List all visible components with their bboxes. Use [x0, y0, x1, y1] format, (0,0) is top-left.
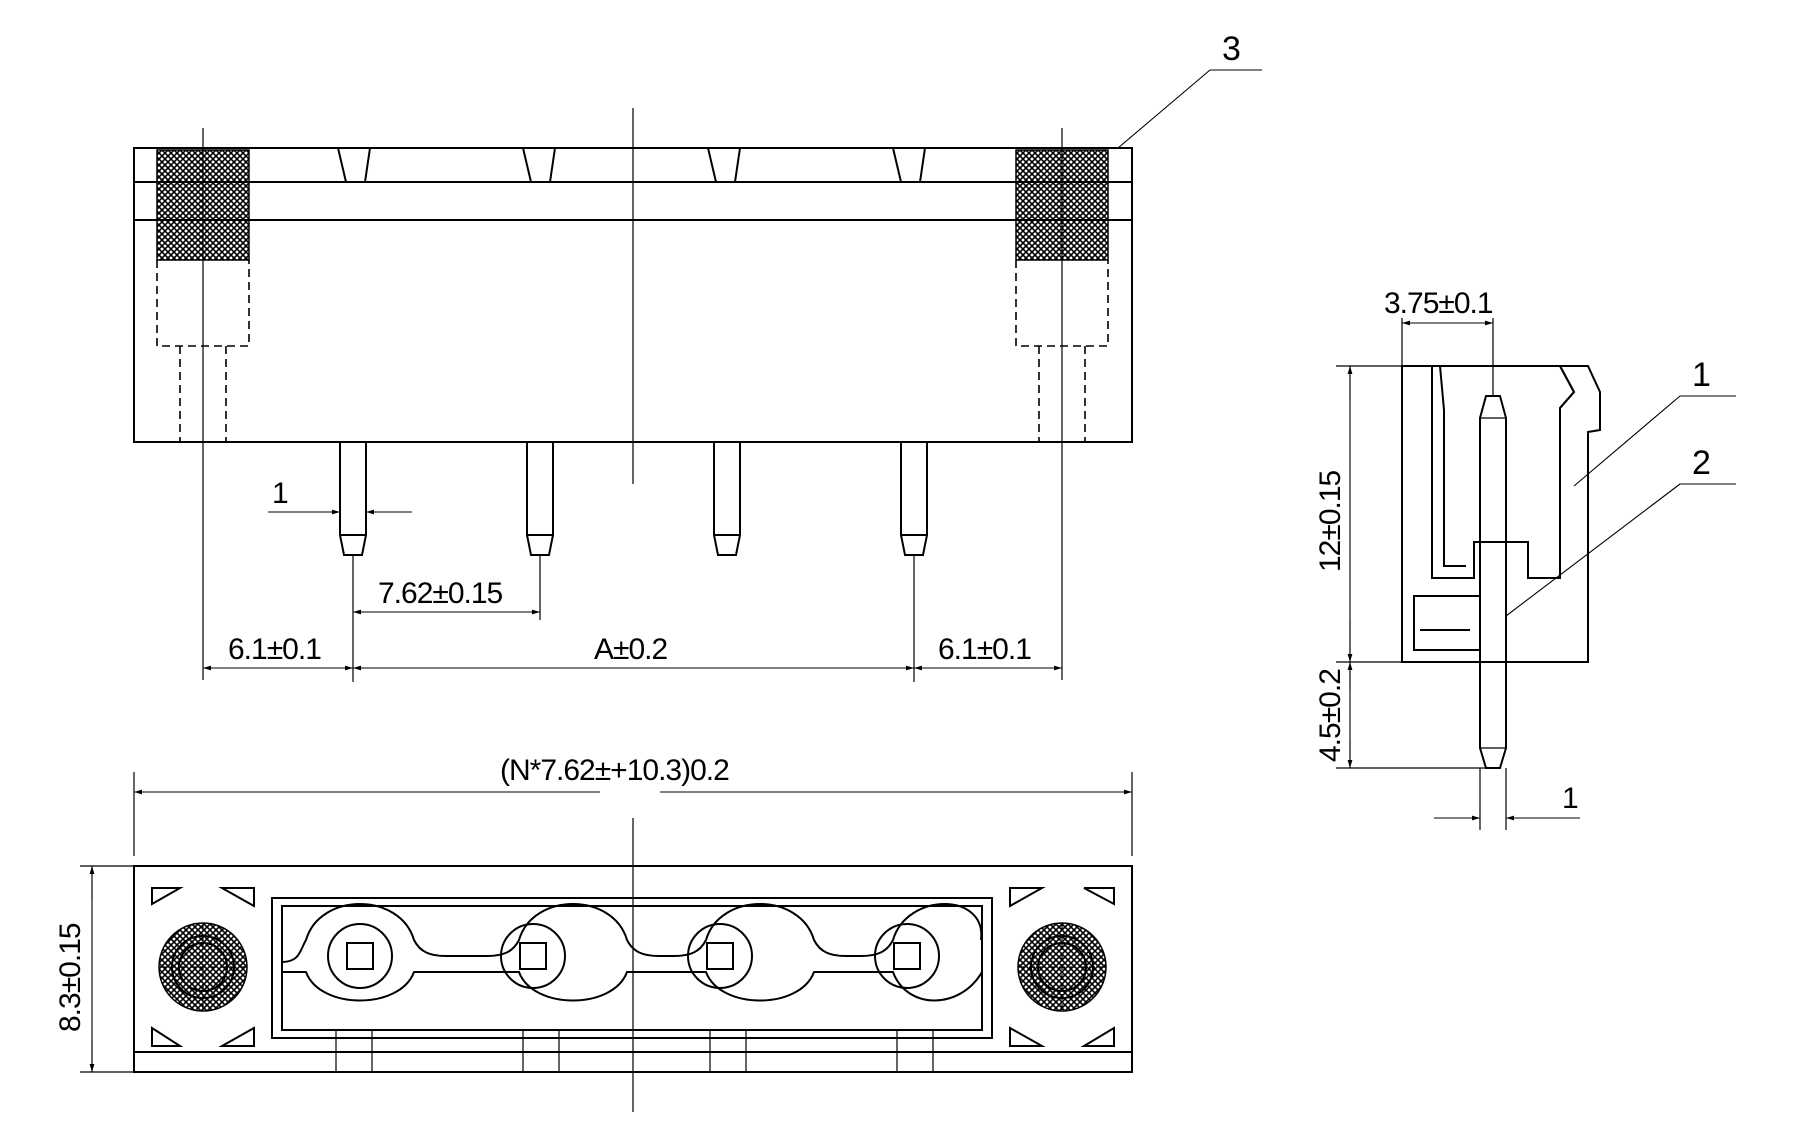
dim-pin-length: 4.5±0.2: [1314, 662, 1353, 768]
screw-hole-left: [158, 922, 248, 1012]
bottom-pin-stubs: [335, 1029, 934, 1073]
corner-pockets: [151, 887, 1115, 1047]
dim-label: 7.62±0.15: [378, 577, 503, 610]
callout-label: 1: [1692, 356, 1711, 394]
bottom-view: 8.3±0.15: [54, 818, 1133, 1112]
dim-label: 6.1±0.1: [228, 633, 321, 666]
dim-chain: 6.1±0.1 A±0.2 6.1±0.1: [203, 633, 1062, 671]
scallop-profile: [281, 903, 983, 963]
dim-side-offset: 3.75±0.1: [1384, 287, 1494, 326]
pin: [713, 442, 741, 556]
dim-label: 12±0.15: [1314, 470, 1347, 572]
dim-label: 8.3±0.15: [54, 923, 87, 1032]
dim-label: A±0.2: [594, 633, 667, 666]
pin: [526, 442, 554, 556]
dim-side-height: 12±0.15: [1314, 366, 1353, 662]
dim-overall-length: (N*7.62±+10.3)0.2: [133, 754, 1133, 856]
pin: [900, 442, 928, 556]
pin: [339, 442, 367, 556]
dim-pin-width-front: 1: [268, 477, 412, 515]
dim-pin-width-side: 1: [1434, 782, 1580, 821]
dim-bottom-height: 8.3±0.15: [54, 865, 134, 1073]
top-notches: [337, 147, 926, 183]
dim-label: 6.1±0.1: [938, 633, 1031, 666]
callout-label: 2: [1692, 444, 1711, 482]
screw-hole-right: [1017, 922, 1107, 1012]
pin-holes: [327, 923, 940, 989]
callout-label: 3: [1222, 30, 1241, 68]
side-pin: [1479, 395, 1507, 769]
dim-label: 1: [1562, 782, 1578, 815]
dim-label: (N*7.62±+10.3)0.2: [500, 754, 729, 787]
dim-pitch: 7.62±0.15: [353, 577, 540, 615]
dim-label: 3.75±0.1: [1384, 287, 1493, 320]
callout-1: 1: [1573, 356, 1736, 487]
side-view: 3.75±0.1 12±0.15 4.5±0.2 1 1: [1314, 287, 1736, 830]
front-view: 1 7.62±0.15 6.1±0.1 A±0.2 6.1±0.1: [133, 30, 1262, 682]
callout-3: 3: [1117, 30, 1262, 149]
dim-label: 4.5±0.2: [1314, 669, 1347, 762]
dim-label: 1: [272, 477, 288, 510]
callout-2: 2: [1505, 444, 1736, 617]
